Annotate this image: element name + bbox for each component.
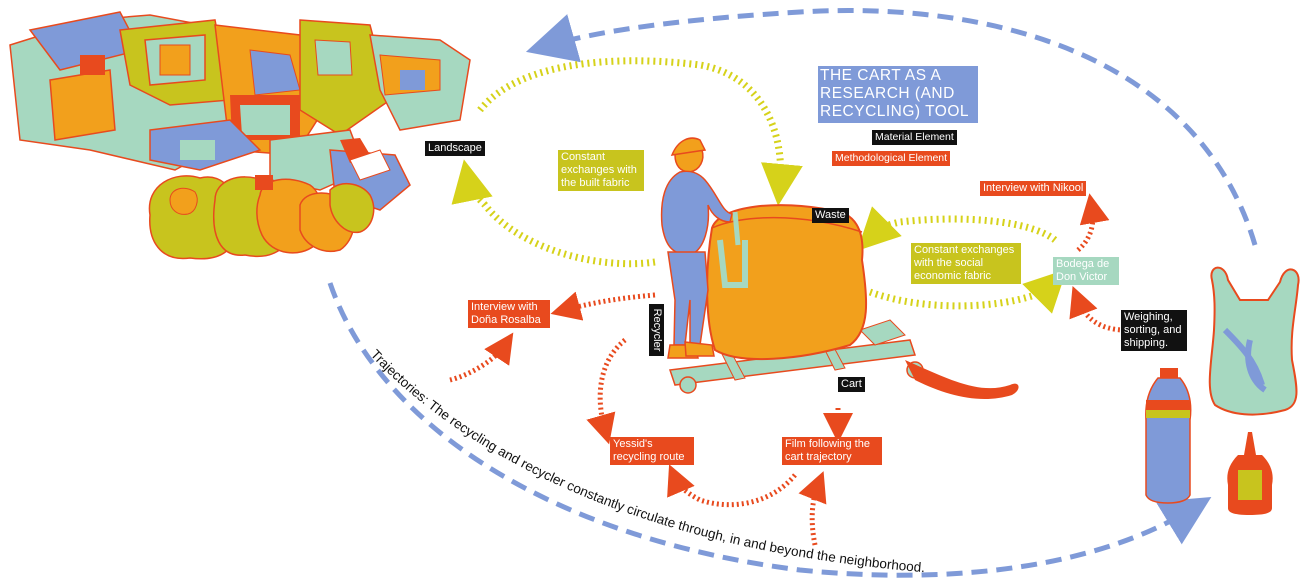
landscape-illustration bbox=[9, 11, 471, 260]
label-film: Film following the cart trajectory bbox=[782, 437, 882, 465]
top-trajectory-arrow bbox=[525, 8, 1258, 246]
red-arrow-film-up bbox=[798, 471, 827, 546]
legend-material: Material Element bbox=[872, 130, 957, 145]
cart-illustration bbox=[668, 204, 1019, 400]
label-yessid-route: Yessid's recycling route bbox=[610, 437, 694, 465]
label-weighing: Weighing, sorting, and shipping. bbox=[1121, 310, 1187, 351]
plastic-bag-illustration bbox=[1208, 266, 1300, 416]
label-recycler: Recycler bbox=[649, 304, 664, 356]
red-arrow-rosalba bbox=[550, 291, 656, 321]
red-arrow-rosalba-up bbox=[449, 332, 514, 383]
label-cart: Cart bbox=[838, 377, 865, 392]
recycler-figure bbox=[660, 137, 733, 359]
built-fabric-arrow-bottom bbox=[451, 159, 656, 268]
bottle-illustration bbox=[1145, 368, 1192, 504]
diagram-title: THE CART AS A RESEARCH (AND RECYCLING) T… bbox=[818, 66, 978, 123]
social-fabric-arrow-top bbox=[857, 206, 1058, 251]
red-arrow-film-loop bbox=[667, 464, 797, 508]
label-interview-nikool: Interview with Nikool bbox=[980, 181, 1087, 196]
legend-methodological: Methodological Element bbox=[832, 151, 951, 166]
red-arrow-nikool bbox=[1076, 193, 1110, 252]
red-arrow-yessid bbox=[586, 338, 627, 445]
label-social-fabric: Constant exchanges with the social econo… bbox=[911, 243, 1021, 284]
label-interview-rosalba: Interview with Doña Rosalba bbox=[468, 300, 550, 328]
red-arrow-weighing bbox=[1069, 286, 1126, 333]
label-landscape: Landscape bbox=[425, 141, 485, 156]
label-built-fabric: Constant exchanges with the built fabric bbox=[558, 150, 644, 191]
social-fabric-arrow-bottom bbox=[868, 269, 1067, 314]
label-waste: Waste bbox=[812, 208, 849, 223]
label-bodega: Bodega de Don Victor bbox=[1053, 257, 1119, 285]
glue-bottle-illustration bbox=[1227, 432, 1273, 515]
bottom-trajectory-arrow bbox=[327, 282, 1212, 578]
